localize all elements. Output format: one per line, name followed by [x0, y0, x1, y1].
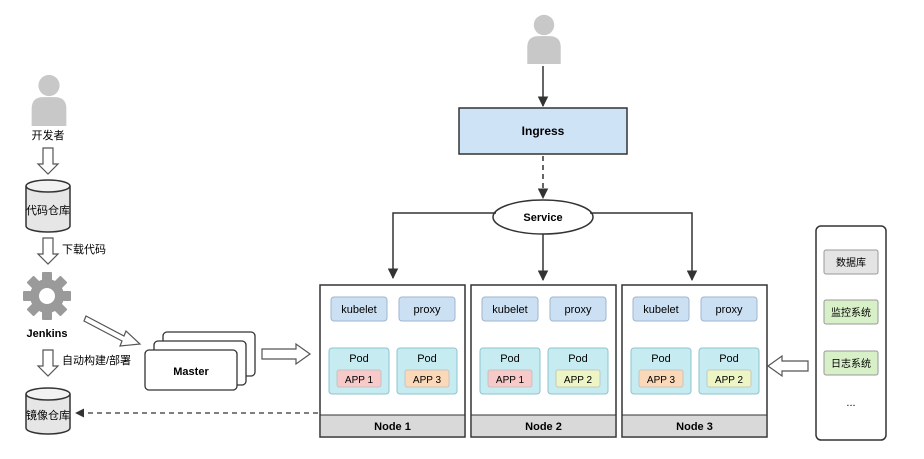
service-ellipse: Service [492, 199, 594, 235]
side-panel-item-label: 数据库 [836, 256, 866, 269]
flow-arrow-repo-to-jenkins [36, 237, 60, 265]
service-label: Service [523, 212, 562, 224]
jenkins-gear-icon [23, 272, 71, 320]
build-deploy-label: 自动构建/部署 [62, 353, 131, 367]
pod-label: Pod [719, 353, 739, 365]
node-name: Node 3 [676, 421, 713, 433]
jenkins-label: Jenkins [27, 328, 68, 340]
proxy-label: proxy [414, 304, 441, 316]
node-name: Node 2 [525, 421, 562, 433]
code-repo-label: 代码仓库 [26, 203, 70, 217]
side-panel-more: ... [846, 397, 855, 409]
kubelet-box [481, 296, 539, 322]
node-footer [321, 415, 464, 436]
pod-label: Pod [349, 353, 369, 365]
app-badge [555, 369, 601, 388]
side-panel-item-label: 监控系统 [831, 306, 871, 319]
kubelet-box [632, 296, 690, 322]
user-icon [527, 14, 561, 64]
pod-label: Pod [417, 353, 437, 365]
app-badge [404, 369, 450, 388]
pod-label: Pod [651, 353, 671, 365]
app-label: APP 3 [647, 375, 676, 386]
proxy-box [549, 296, 607, 322]
side-panel-item [823, 350, 879, 376]
flow-arrow-jenkins-to-master [83, 315, 142, 347]
ingress-label: Ingress [522, 124, 565, 138]
side-panel-item-label: 日志系统 [831, 357, 871, 370]
service-to-node3-arrow [590, 212, 698, 282]
flow-arrow-services-to-node [766, 354, 809, 378]
proxy-box [398, 296, 456, 322]
app-label: APP 2 [564, 375, 593, 386]
app-badge [336, 369, 382, 388]
flow-arrow-jenkins-to-image-repo [36, 349, 60, 377]
kubelet-label: kubelet [643, 304, 678, 316]
developer-label: 开发者 [32, 128, 65, 142]
node-name: Node 1 [374, 421, 411, 433]
kubelet-box [330, 296, 388, 322]
proxy-label: proxy [716, 304, 743, 316]
side-panel-item [823, 249, 879, 275]
ingress-box: Ingress [458, 107, 628, 155]
app-badge [638, 369, 684, 388]
master-stack: Master [144, 331, 256, 391]
app-label: APP 2 [715, 375, 744, 386]
app-label: APP 1 [496, 375, 525, 386]
proxy-label: proxy [565, 304, 592, 316]
app-badge [487, 369, 533, 388]
image-repo-label: 镜像仓库 [26, 408, 70, 422]
kubelet-label: kubelet [341, 304, 376, 316]
master-label: Master [173, 366, 209, 378]
node-footer [623, 415, 766, 436]
pod-label: Pod [500, 353, 520, 365]
pod-label: Pod [568, 353, 588, 365]
proxy-box [700, 296, 758, 322]
app-badge [706, 369, 752, 388]
kubelet-label: kubelet [492, 304, 527, 316]
app-label: APP 3 [413, 375, 442, 386]
image-repo-cylinder: 镜像仓库 [25, 387, 71, 435]
code-repo-cylinder: 代码仓库 [25, 179, 71, 233]
side-panel: 数据库监控系统日志系统 ... [815, 225, 887, 441]
developer-figure: 开发者 [31, 74, 67, 142]
node-footer [472, 415, 615, 436]
flow-arrow-master-to-node [261, 342, 312, 366]
side-panel-item [823, 299, 879, 325]
pull-code-label: 下载代码 [62, 243, 106, 256]
flow-arrow-dev-to-repo [36, 147, 60, 175]
app-label: APP 1 [345, 375, 374, 386]
service-to-node1-arrow [387, 212, 496, 280]
developer-icon [31, 74, 67, 126]
